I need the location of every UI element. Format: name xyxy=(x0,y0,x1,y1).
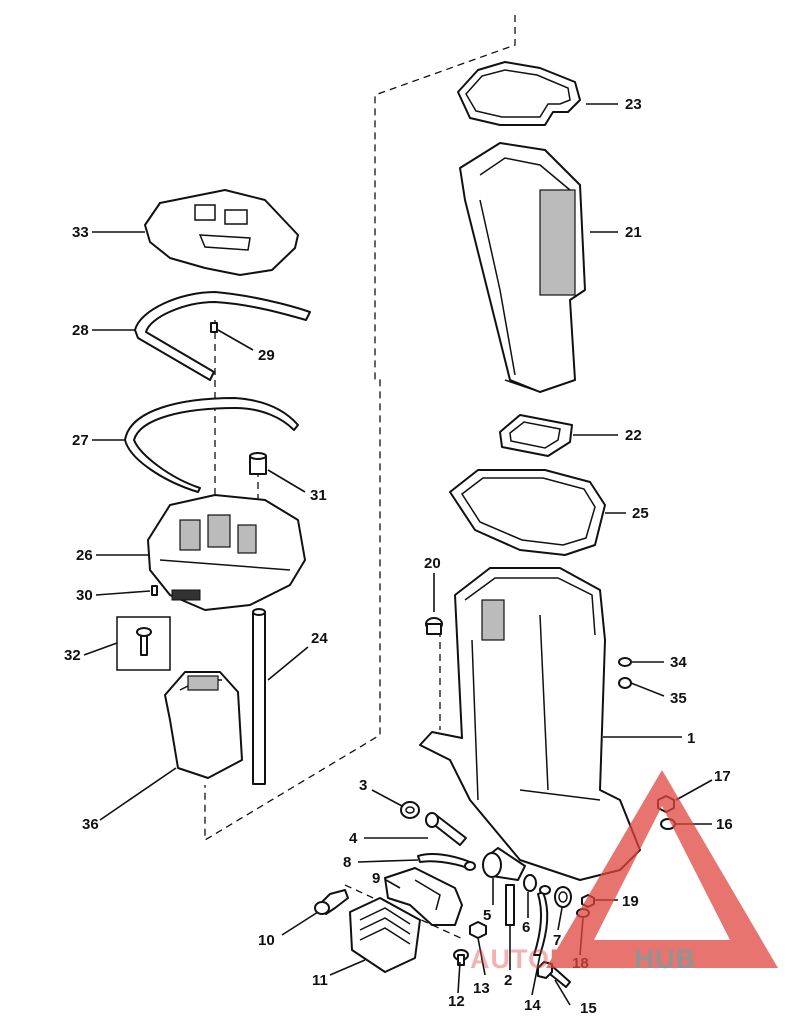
callout-8: 8 xyxy=(343,854,351,871)
part-11-cover xyxy=(349,897,421,973)
part-32-bolt xyxy=(116,616,171,671)
watermark-logo: AUTOMOTOHUB xyxy=(470,770,778,974)
part-35-washer xyxy=(618,677,632,689)
part-8-ground-strap xyxy=(417,853,476,871)
part-9-mount-bracket xyxy=(384,867,463,926)
part-14-strap xyxy=(533,885,551,956)
part-13-nut xyxy=(469,921,487,939)
part-6-washer xyxy=(523,874,537,892)
part-1-driveshaft-housing xyxy=(419,567,641,881)
callout-6: 6 xyxy=(522,919,530,936)
callout-11: 11 xyxy=(312,972,328,989)
callout-20: 20 xyxy=(424,555,441,572)
callout-17: 17 xyxy=(714,768,731,785)
part-30-pin xyxy=(151,585,158,596)
part-26-adapter-plate xyxy=(147,494,306,611)
watermark-hub: HUB xyxy=(635,944,697,974)
part-4-bolt xyxy=(425,812,467,846)
callout-29: 29 xyxy=(258,347,275,364)
part-29-pin xyxy=(210,322,218,333)
callout-30: 30 xyxy=(76,587,93,604)
part-3-bushing xyxy=(400,801,420,819)
part-22-seal xyxy=(499,414,573,457)
callout-13: 13 xyxy=(473,980,490,997)
svg-text:AUTOMOTOHUB: AUTOMOTOHUB xyxy=(470,944,696,974)
callout-12: 12 xyxy=(448,993,465,1010)
callout-15: 15 xyxy=(580,1000,597,1017)
callout-24: 24 xyxy=(311,630,328,647)
watermark-moto: MOTO xyxy=(550,944,635,974)
part-34-washer xyxy=(618,657,632,667)
part-12-bolt xyxy=(453,949,469,966)
callout-34: 34 xyxy=(670,654,687,671)
part-7-mount xyxy=(554,886,572,908)
part-31-bushing xyxy=(249,452,267,475)
part-27-seal-strip xyxy=(124,397,299,493)
callout-35: 35 xyxy=(670,690,687,707)
part-23-top-gasket xyxy=(457,61,581,126)
callout-5: 5 xyxy=(483,907,491,924)
callout-31: 31 xyxy=(310,487,327,504)
callout-labels: 1 2 3 4 5 6 7 8 9 10 11 12 13 14 15 16 1… xyxy=(64,96,733,1017)
watermark-auto: AUTO xyxy=(470,944,550,974)
callout-28: 28 xyxy=(72,322,89,339)
part-36-exhaust-chamber xyxy=(164,671,243,779)
callout-2: 2 xyxy=(504,972,512,989)
callout-9: 9 xyxy=(372,870,380,887)
callout-10: 10 xyxy=(258,932,275,949)
callout-36: 36 xyxy=(82,816,99,833)
part-28-gasket-strip xyxy=(134,291,311,381)
callout-27: 27 xyxy=(72,432,89,449)
part-33-gasket xyxy=(144,189,299,276)
callout-19: 19 xyxy=(622,893,639,910)
callout-16: 16 xyxy=(716,816,733,833)
callout-23: 23 xyxy=(625,96,642,113)
callout-26: 26 xyxy=(76,547,93,564)
callout-21: 21 xyxy=(625,224,642,241)
part-24-tube xyxy=(252,608,266,785)
callout-1: 1 xyxy=(687,730,695,747)
callout-4: 4 xyxy=(349,830,358,847)
part-21-exhaust-housing xyxy=(459,142,586,393)
callout-25: 25 xyxy=(632,505,649,522)
leader-lines xyxy=(83,103,713,1006)
watermark-triangle-icon xyxy=(546,770,778,968)
callout-7: 7 xyxy=(553,932,561,949)
callout-22: 22 xyxy=(625,427,642,444)
callout-32: 32 xyxy=(64,647,81,664)
callout-3: 3 xyxy=(359,777,367,794)
callout-14: 14 xyxy=(524,997,541,1014)
part-25-gasket xyxy=(449,469,606,556)
part-10-bolt xyxy=(314,889,349,915)
callout-33: 33 xyxy=(72,224,89,241)
part-20-plug xyxy=(425,617,443,635)
